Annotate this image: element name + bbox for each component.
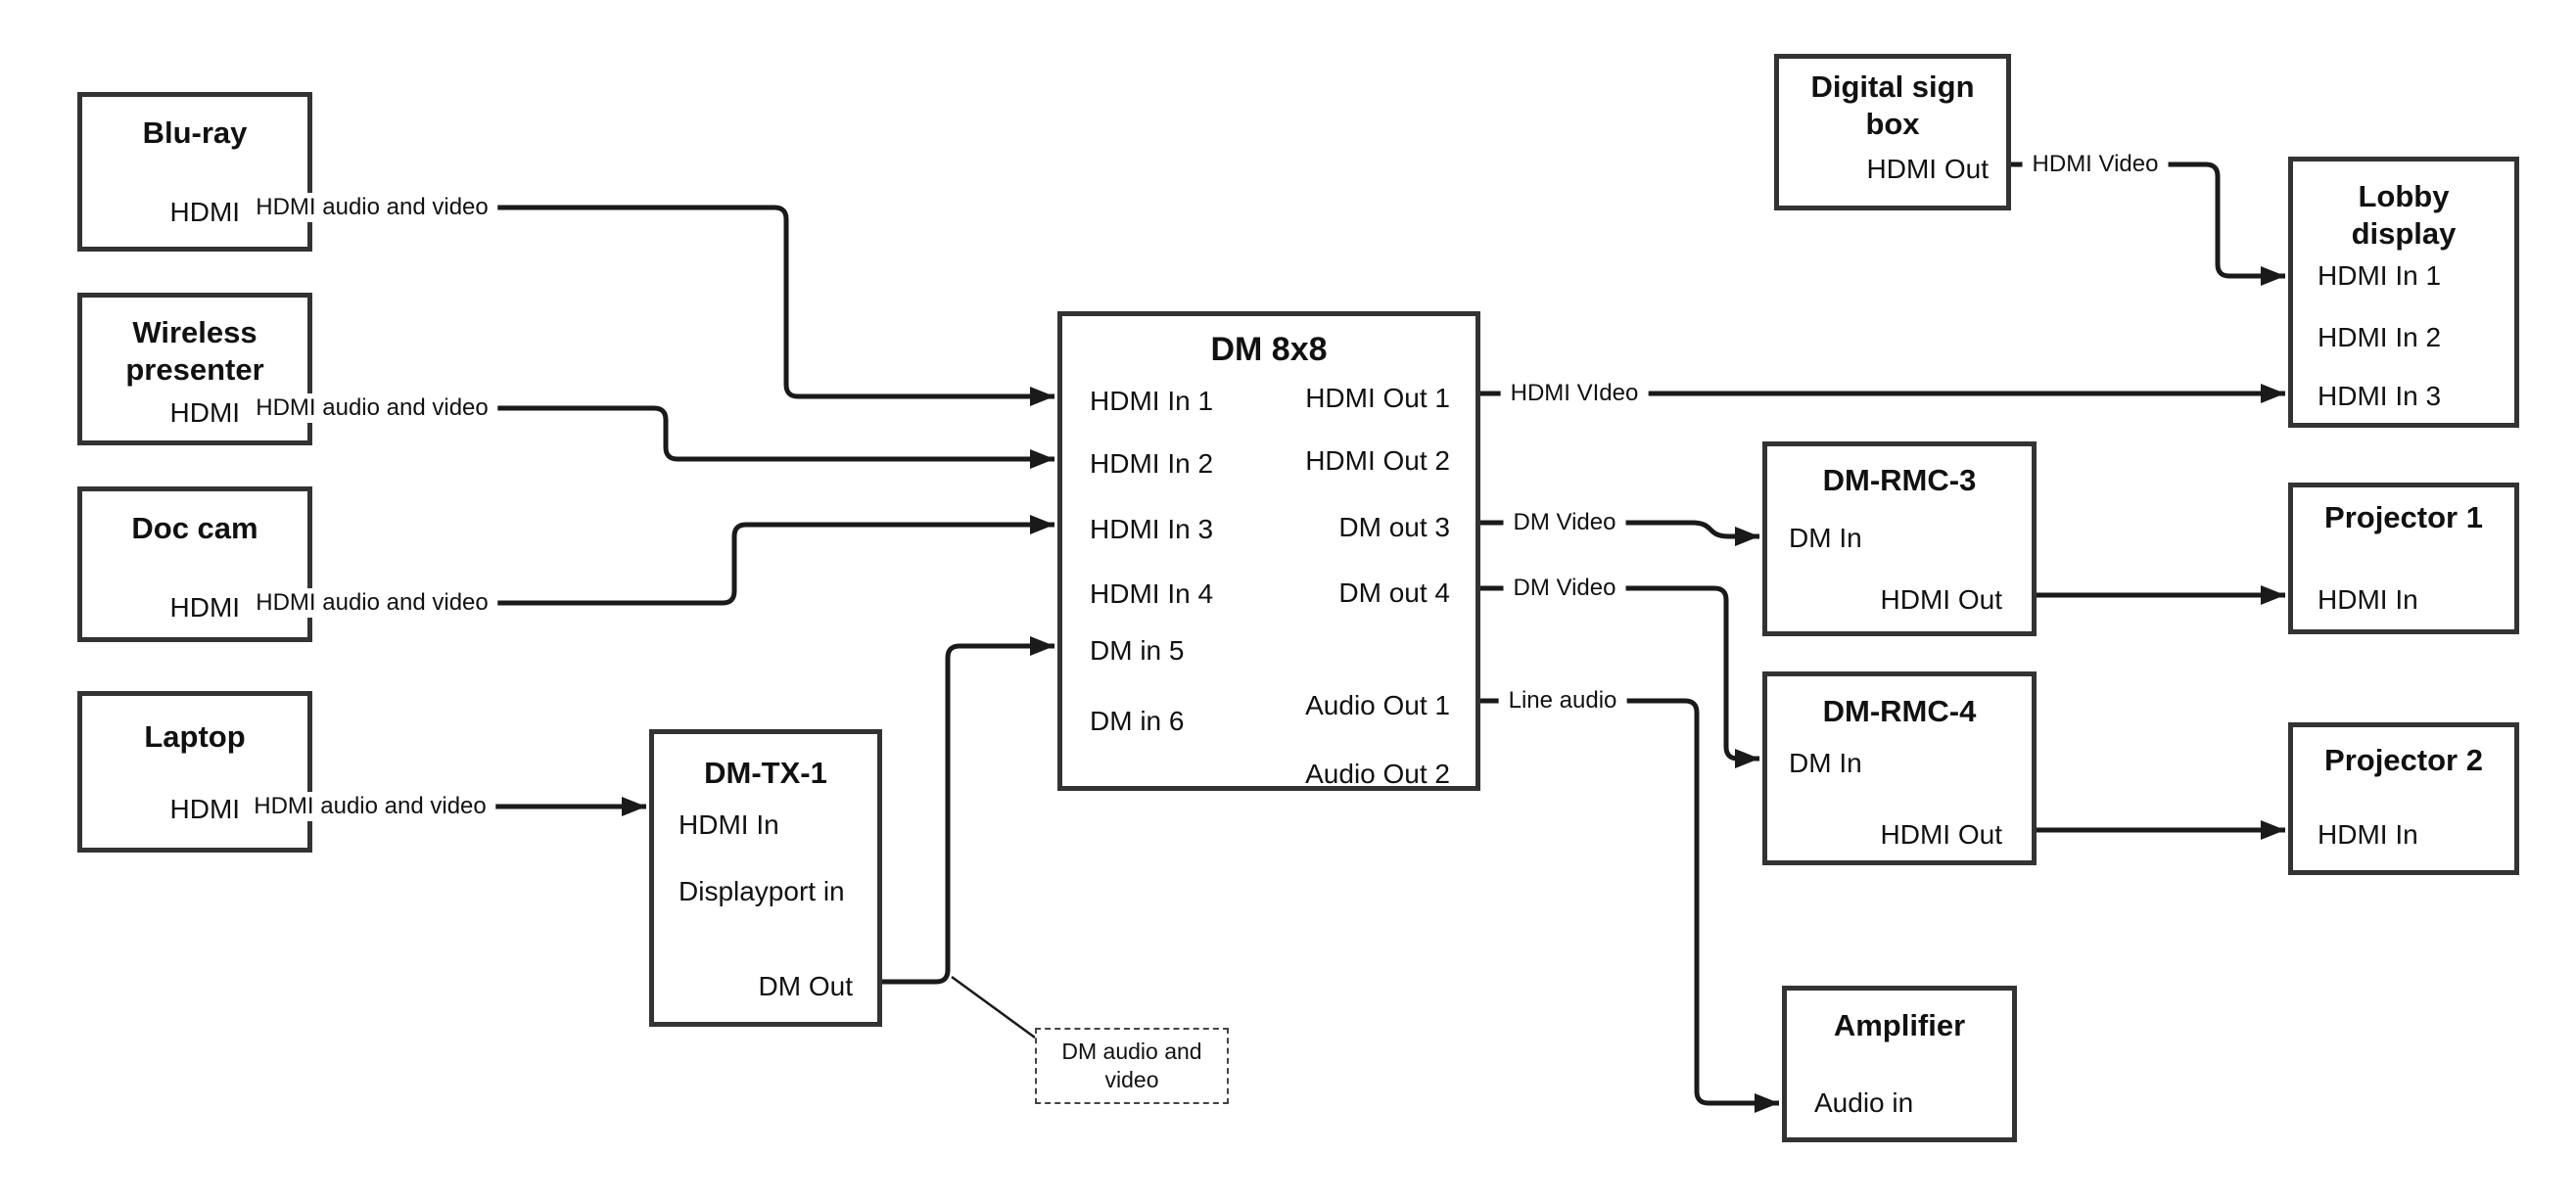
box-doc-cam: Doc cam HDMI Out — [77, 486, 312, 642]
port-dm8x8-hdmi-in-3: HDMI In 3 — [1090, 514, 1214, 544]
box-amplifier: Amplifier Audio in — [1782, 986, 2017, 1142]
port-dm8x8-dm-in-6: DM in 6 — [1090, 706, 1185, 736]
port-dm8x8-audio-out-2: Audio Out 2 — [1305, 759, 1450, 789]
box-lobby-title: Lobby display — [2351, 179, 2457, 251]
box-rmc3-title: DM-RMC-3 — [1822, 463, 1977, 497]
box-projector-2: Projector 2 HDMI In — [2288, 722, 2519, 875]
box-dm-tx-1: DM-TX-1 HDMI In Displayport in DM Out — [649, 729, 882, 1027]
port-rmc4-hdmi-out: HDMI Out — [1880, 819, 2002, 850]
port-dm8x8-dm-out-3: DM out 3 — [1338, 512, 1450, 542]
wire-label-hdmi-out1: HDMI VIdeo — [1500, 379, 1649, 408]
wire-label-doccam: HDMI audio and video — [246, 588, 498, 618]
port-dm8x8-hdmi-in-1: HDMI In 1 — [1090, 386, 1214, 416]
wire-label-wireless: HDMI audio and video — [246, 393, 498, 423]
box-digital-sign: Digital sign box HDMI Out — [1774, 54, 2011, 210]
box-dm8x8-title: DM 8x8 — [1210, 331, 1328, 368]
wire-label-dm-out3: DM Video — [1503, 508, 1626, 537]
box-rmc4-title: DM-RMC-4 — [1822, 694, 1977, 728]
wire-label-dm-out4: DM Video — [1503, 574, 1626, 603]
port-dm8x8-hdmi-out-1: HDMI Out 1 — [1305, 383, 1450, 413]
port-proj2-hdmi-in: HDMI In — [2318, 819, 2418, 850]
port-lobby-hdmi-in-2: HDMI In 2 — [2318, 322, 2442, 352]
box-laptop: Laptop HDMI Out — [77, 691, 312, 853]
port-amp-audio-in: Audio in — [1814, 1087, 1914, 1118]
box-proj2-title: Projector 2 — [2324, 743, 2483, 777]
note-leader-line — [951, 975, 1036, 1039]
box-bluray-title: Blu-ray — [142, 115, 248, 150]
box-doccam-title: Doc cam — [131, 511, 258, 545]
note-dm-audio-video-text: DM audio and video — [1061, 1039, 1202, 1092]
port-rmc4-dm-in: DM In — [1789, 748, 1862, 778]
wire-bluray-to-dm8x8-in1 — [312, 205, 1054, 406]
port-signbox-hdmi-out: HDMI Out — [1866, 154, 1989, 184]
box-dm-rmc-4: DM-RMC-4 DM In HDMI Out — [1762, 671, 2037, 865]
wire-label-bluray: HDMI audio and video — [246, 193, 498, 222]
box-wireless-title: Wireless presenter — [125, 315, 264, 387]
wire-label-audio-out1: Line audio — [1498, 686, 1627, 716]
wire-label-signbox: HDMI Video — [2022, 150, 2169, 179]
box-bluray: Blu-ray HDMI Out — [77, 92, 312, 252]
port-rmc3-dm-in: DM In — [1789, 523, 1862, 553]
port-dm8x8-hdmi-out-2: HDMI Out 2 — [1305, 445, 1450, 476]
port-dmtx1-dm-out: DM Out — [758, 971, 853, 1001]
box-signbox-title: Digital sign box — [1810, 69, 1975, 141]
box-projector-1: Projector 1 HDMI In — [2288, 483, 2519, 634]
port-dm8x8-dm-in-5: DM in 5 — [1090, 635, 1185, 666]
box-dm-rmc-3: DM-RMC-3 DM In HDMI Out — [1762, 441, 2037, 636]
port-dm8x8-hdmi-in-2: HDMI In 2 — [1090, 448, 1214, 479]
note-dm-audio-video: DM audio and video — [1035, 1028, 1229, 1104]
port-lobby-hdmi-in-3: HDMI In 3 — [2318, 381, 2442, 411]
box-amp-title: Amplifier — [1833, 1008, 1966, 1042]
port-dm8x8-hdmi-in-4: HDMI In 4 — [1090, 578, 1214, 609]
wire-dm8x8-out4-to-rmc4 — [1480, 585, 1759, 768]
box-lobby-display: Lobby display HDMI In 1 HDMI In 2 HDMI I… — [2288, 157, 2519, 428]
port-proj1-hdmi-in: HDMI In — [2318, 584, 2418, 615]
box-dmtx1-title: DM-TX-1 — [704, 756, 827, 790]
port-rmc3-hdmi-out: HDMI Out — [1880, 584, 2002, 615]
box-laptop-title: Laptop — [144, 719, 246, 754]
port-dm8x8-dm-out-4: DM out 4 — [1338, 577, 1450, 608]
port-dm8x8-audio-out-1: Audio Out 1 — [1305, 690, 1450, 720]
wire-dmtx1-to-dm8x8-in5 — [882, 636, 1054, 985]
wire-label-laptop: HDMI audio and video — [244, 792, 496, 821]
port-dmtx1-displayport-in: Displayport in — [679, 876, 845, 906]
box-proj1-title: Projector 1 — [2324, 500, 2483, 534]
wire-signbox-to-lobby-in1 — [2011, 162, 2285, 286]
port-dmtx1-hdmi-in: HDMI In — [679, 809, 779, 840]
wire-dm8x8-audio1-to-amp — [1480, 698, 1779, 1113]
port-lobby-hdmi-in-1: HDMI In 1 — [2318, 260, 2442, 291]
box-dm-8x8: DM 8x8 HDMI In 1 HDMI In 2 HDMI In 3 HDM… — [1057, 311, 1480, 791]
